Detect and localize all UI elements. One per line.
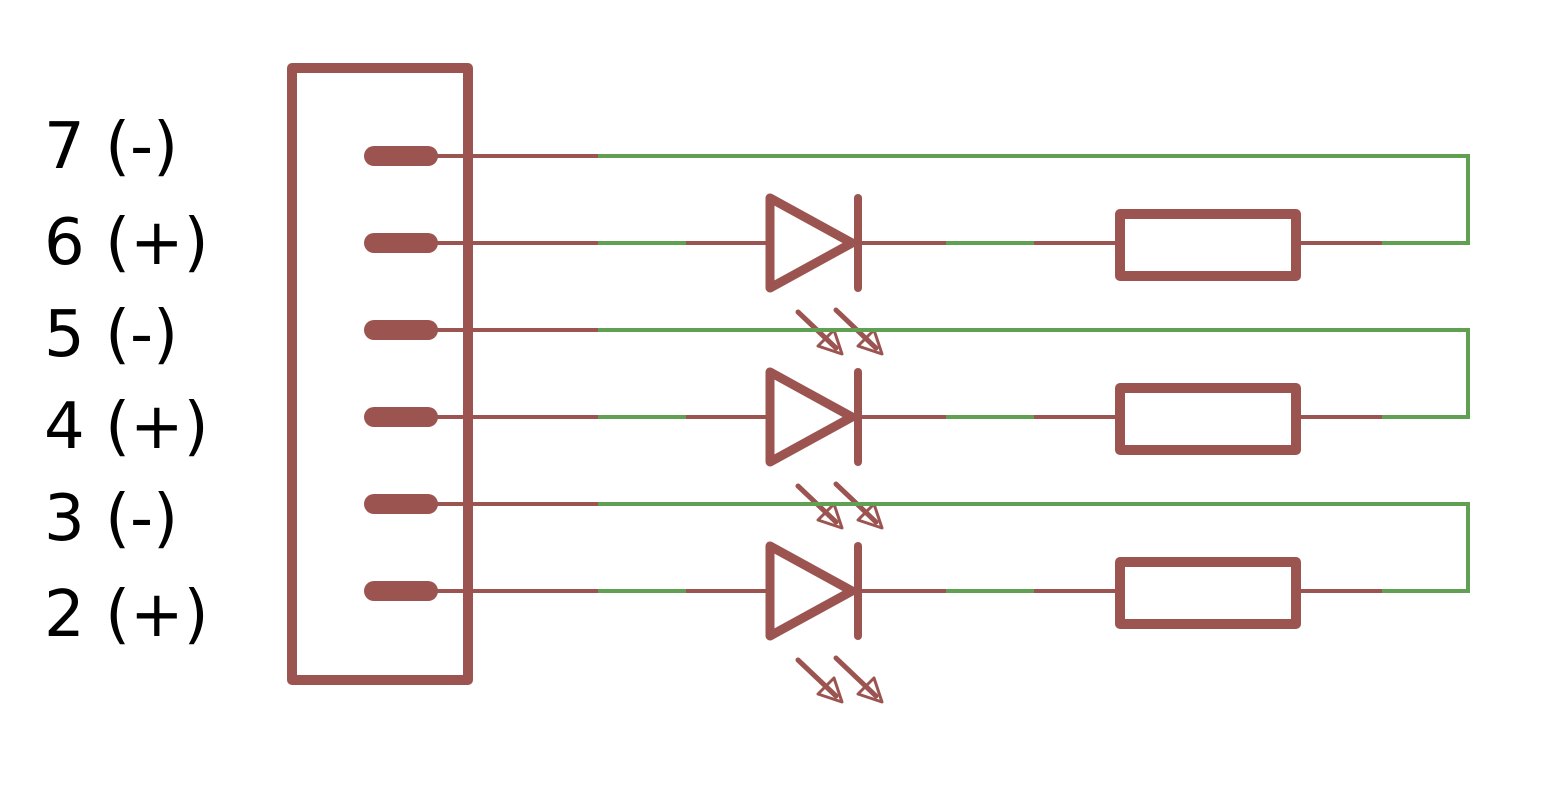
pin-label-5: 5 (-) [44, 298, 178, 372]
connector-outline [287, 63, 473, 685]
pin-label-7: 7 (-) [44, 110, 178, 184]
pin-label-2: 2 (+) [44, 578, 209, 652]
circuit-orange [428, 328, 1470, 530]
led-red-emission-arrows [795, 655, 884, 704]
pin-label-3: 3 (-) [44, 482, 178, 556]
led-red-triangle [765, 541, 857, 641]
wire-return-7 [428, 154, 1470, 245]
led-orange [765, 367, 884, 530]
resistor-1 [1115, 209, 1301, 281]
resistor-3 [1115, 557, 1301, 629]
connector-pins [364, 146, 438, 601]
connector [287, 63, 473, 685]
pin-label-4: 4 (+) [44, 390, 209, 464]
pin-labels: 7 (-) 6 (+) 5 (-) 4 (+) 3 (-) 2 (+) [44, 110, 209, 652]
wire-return-5 [428, 328, 1470, 419]
wire-return-3 [428, 502, 1470, 593]
circuit-red [428, 502, 1470, 704]
led-orange-triangle [765, 367, 857, 467]
circuit-green [428, 154, 1470, 356]
led-red [765, 541, 884, 704]
resistor-2 [1115, 383, 1301, 455]
pin-label-6: 6 (+) [44, 206, 209, 280]
led-green-triangle [765, 193, 857, 293]
led-green [765, 193, 884, 356]
